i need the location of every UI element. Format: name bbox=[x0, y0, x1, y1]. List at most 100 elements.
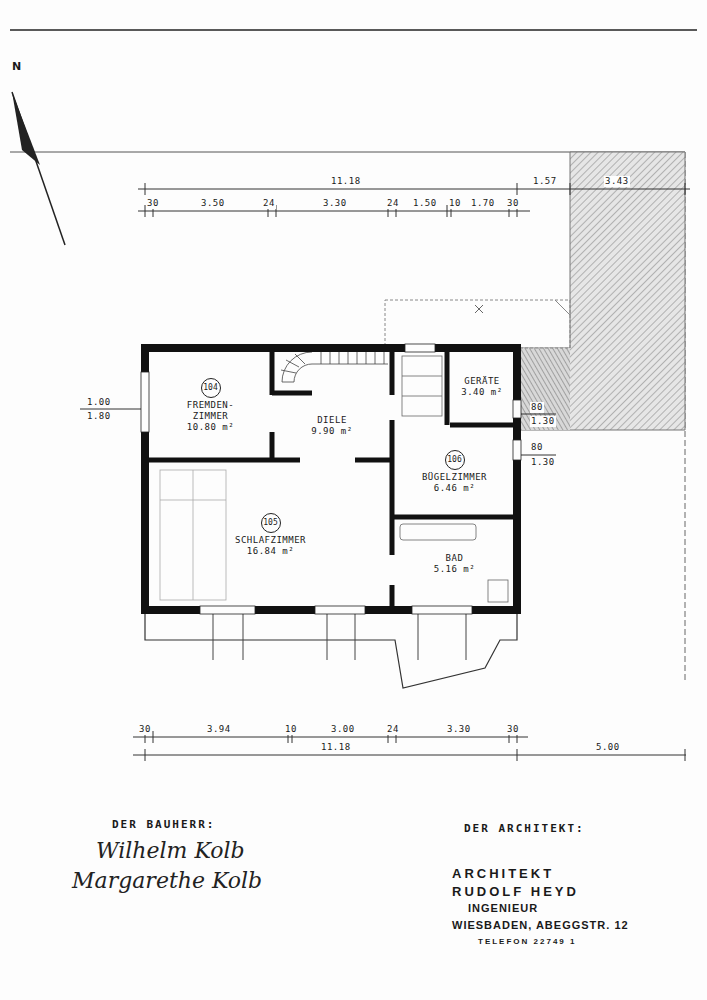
dimension-text: 24 bbox=[386, 724, 400, 735]
plan-linework bbox=[281, 352, 388, 382]
plan-linework bbox=[160, 470, 226, 600]
dimension-text: 11.18 bbox=[320, 742, 352, 753]
room-area: GERÄTE3.40 m² bbox=[451, 352, 513, 422]
plan-linework bbox=[12, 92, 65, 245]
architect-stamp: TELEFON 22749 1 bbox=[478, 937, 576, 946]
plan-linework bbox=[517, 749, 518, 761]
dimension-text: 1.70 bbox=[470, 198, 496, 209]
plan-linework bbox=[517, 414, 556, 415]
plan-linework bbox=[355, 612, 356, 660]
plan-linework bbox=[400, 524, 476, 540]
plan-linework bbox=[402, 356, 442, 416]
room-number: 105 bbox=[261, 513, 281, 533]
dimension-text: 30 bbox=[506, 198, 520, 209]
dimension-text: 24 bbox=[262, 198, 276, 209]
north-label: N bbox=[12, 60, 21, 73]
room-area: DIELE9.90 m² bbox=[276, 396, 388, 456]
plan-linework bbox=[475, 305, 483, 313]
dimension-text: 3.30 bbox=[446, 724, 472, 735]
plan-linework bbox=[153, 731, 154, 743]
room-label: BAD bbox=[446, 553, 464, 564]
plan-linework bbox=[570, 183, 571, 195]
room-label: 5.16 m² bbox=[434, 564, 475, 575]
signature: Wilhelm Kolb bbox=[96, 838, 245, 863]
plan-linework bbox=[390, 585, 395, 610]
plan-linework bbox=[10, 29, 697, 31]
plan-linework bbox=[138, 189, 690, 190]
plan-linework bbox=[685, 183, 686, 195]
dimension-text: 1.00 bbox=[86, 397, 112, 408]
plan-linework bbox=[145, 183, 146, 195]
dimension-text: 1.57 bbox=[532, 176, 558, 187]
plan-linework bbox=[281, 370, 296, 373]
room-label: FREMDEN- ZIMMER bbox=[175, 400, 247, 422]
dimension-text: 3.50 bbox=[200, 198, 226, 209]
plan-linework bbox=[312, 364, 388, 365]
dimension-text: 30 bbox=[506, 724, 520, 735]
plan-linework bbox=[405, 344, 435, 352]
dimension-text: 5.00 bbox=[595, 742, 621, 753]
plan-linework bbox=[141, 344, 521, 614]
room-label: 6.46 m² bbox=[434, 483, 475, 494]
plan-linework bbox=[286, 360, 299, 367]
plan-linework bbox=[488, 580, 508, 602]
plan-linework bbox=[513, 400, 521, 418]
dimension-text: 1.50 bbox=[412, 198, 438, 209]
dimension-text: 30 bbox=[138, 724, 152, 735]
dimension-text: 10 bbox=[448, 198, 462, 209]
plan-linework bbox=[685, 749, 686, 761]
room-label: 9.90 m² bbox=[311, 426, 352, 437]
plan-linework bbox=[160, 470, 226, 600]
plan-linework bbox=[402, 376, 442, 377]
plan-linework bbox=[282, 352, 312, 382]
plan-linework bbox=[513, 440, 521, 460]
room-area: 106BÜGELZIMMER6.46 m² bbox=[396, 429, 513, 514]
plan-linework bbox=[282, 382, 294, 383]
plan-linework bbox=[384, 352, 385, 364]
room-label: DIELE bbox=[317, 415, 347, 426]
signature: Margarethe Kolb bbox=[72, 868, 262, 893]
plan-linework bbox=[466, 612, 467, 660]
dimension-text: 1.30 bbox=[530, 416, 556, 427]
plan-linework bbox=[375, 352, 376, 364]
plan-linework bbox=[517, 152, 685, 430]
plan-linework bbox=[133, 755, 686, 756]
room-number: 106 bbox=[445, 450, 465, 470]
plan-linework bbox=[400, 524, 508, 602]
room-area: 105SCHLAFZIMMER16.84 m² bbox=[153, 464, 388, 606]
plan-linework bbox=[555, 300, 570, 315]
plan-linework bbox=[445, 348, 450, 425]
room-area: BAD5.16 m² bbox=[396, 521, 513, 606]
plan-linework bbox=[402, 396, 442, 397]
room-label: SCHLAFZIMMER bbox=[235, 535, 306, 546]
dimension-text: 3.00 bbox=[330, 724, 356, 735]
signature-heading: DER BAUHERR: bbox=[112, 818, 215, 831]
plan-linework bbox=[339, 352, 340, 364]
plan-linework bbox=[450, 423, 517, 428]
plan-linework bbox=[145, 458, 300, 463]
plan-linework bbox=[475, 305, 483, 313]
plan-linework bbox=[517, 183, 518, 195]
room-label: 3.40 m² bbox=[461, 387, 502, 398]
room-label: 16.84 m² bbox=[247, 546, 294, 557]
plan-linework bbox=[517, 348, 570, 430]
dimension-text: 1.30 bbox=[530, 457, 556, 468]
dimension-text: 3.30 bbox=[322, 198, 348, 209]
plan-linework bbox=[321, 352, 322, 364]
plan-linework bbox=[272, 391, 312, 396]
plan-linework bbox=[357, 352, 358, 364]
plan-linework bbox=[355, 458, 392, 463]
architect-stamp: RUDOLF HEYD bbox=[452, 884, 579, 899]
plan-linework bbox=[145, 731, 685, 761]
architect-stamp: INGENIEUR bbox=[468, 902, 538, 914]
plan-linework bbox=[193, 470, 194, 600]
dimension-text: 3.43 bbox=[604, 176, 630, 187]
dimension-text: 80 bbox=[530, 402, 544, 413]
plan-linework bbox=[213, 612, 466, 660]
plan-linework bbox=[133, 737, 528, 738]
plan-linework bbox=[390, 420, 395, 555]
room-label: GERÄTE bbox=[464, 376, 500, 387]
dimension-text: 30 bbox=[146, 198, 160, 209]
room-label: BÜGELZIMMER bbox=[422, 472, 487, 483]
